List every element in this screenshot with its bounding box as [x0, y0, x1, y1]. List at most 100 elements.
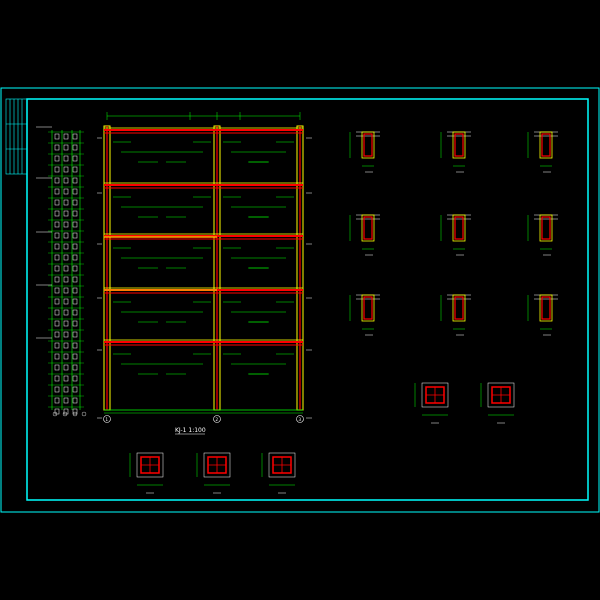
schedule-column-symbol	[72, 199, 78, 206]
schedule-column-symbol	[54, 320, 60, 327]
section-stirrup	[541, 296, 551, 320]
schedule-axis-bubble	[52, 411, 58, 417]
schedule-column-symbol	[63, 408, 69, 415]
column-outline	[136, 452, 164, 478]
section-beam-outline	[452, 131, 466, 159]
schedule-column-symbol	[63, 331, 69, 338]
schedule-column-symbol	[72, 309, 78, 316]
schedule-column-symbol	[63, 232, 69, 239]
section-beam-outline	[452, 214, 466, 242]
axis-bubble	[213, 415, 221, 423]
schedule-column-symbol	[54, 265, 60, 272]
section-beam-outline	[539, 131, 553, 159]
column-section	[261, 452, 296, 494]
schedule-column-symbol	[63, 397, 69, 404]
schedule-column-symbol	[63, 342, 69, 349]
schedule-column-symbol	[72, 397, 78, 404]
section-stirrup	[541, 216, 551, 240]
axis-label: 1	[106, 417, 109, 422]
schedule-column-symbol	[63, 188, 69, 195]
schedule-column-symbol	[72, 243, 78, 250]
section-stirrup	[454, 296, 464, 320]
section-stirrup	[363, 133, 373, 157]
schedule-column-symbol	[72, 188, 78, 195]
schedule-column-symbol	[72, 320, 78, 327]
beam-section	[440, 131, 471, 173]
schedule-column-symbol	[63, 276, 69, 283]
schedule-column-symbol	[54, 375, 60, 382]
column-outline	[203, 452, 231, 478]
schedule-column-symbol	[63, 177, 69, 184]
schedule-column-symbol	[63, 265, 69, 272]
section-beam-outline	[361, 131, 375, 159]
outer-frame	[0, 87, 600, 513]
schedule-column-symbol	[72, 177, 78, 184]
schedule-column-symbol	[63, 254, 69, 261]
axis-label: 3	[299, 417, 302, 422]
beam-section	[527, 214, 558, 256]
column-outline	[487, 382, 515, 408]
schedule-column-symbol	[54, 177, 60, 184]
column-outline	[268, 452, 296, 478]
section-beam-outline	[539, 214, 553, 242]
schedule-column-symbol	[72, 144, 78, 151]
schedule-column-symbol	[54, 199, 60, 206]
schedule-axis-bubble	[72, 411, 78, 417]
schedule-column-symbol	[63, 155, 69, 162]
schedule-column-symbol	[72, 276, 78, 283]
beam-section	[440, 294, 471, 336]
schedule-column-symbol	[63, 353, 69, 360]
schedule-column-symbol	[72, 265, 78, 272]
column-section	[129, 452, 164, 494]
beam-section	[349, 294, 380, 336]
schedule-axis-bubble	[81, 411, 87, 417]
schedule-column-symbol	[54, 243, 60, 250]
section-stirrup	[363, 296, 373, 320]
schedule-column-symbol	[72, 166, 78, 173]
inner-frame	[26, 98, 589, 501]
axis-bubble	[296, 415, 304, 423]
schedule-column-symbol	[72, 210, 78, 217]
schedule-column-symbol	[72, 331, 78, 338]
schedule-column-symbol	[72, 375, 78, 382]
schedule-column-symbol	[54, 298, 60, 305]
beam-section	[349, 131, 380, 173]
schedule-column-symbol	[54, 254, 60, 261]
schedule-column-symbol	[54, 364, 60, 371]
axis-label: 2	[216, 417, 219, 422]
beam-section-details	[349, 131, 558, 336]
schedule-column-symbol	[54, 342, 60, 349]
column-rebar-schedule	[36, 126, 87, 417]
schedule-column-symbol	[72, 364, 78, 371]
schedule-column-symbol	[63, 309, 69, 316]
schedule-column-symbol	[63, 221, 69, 228]
schedule-column-symbol	[63, 386, 69, 393]
column-section	[480, 382, 515, 424]
schedule-column-symbol	[72, 298, 78, 305]
schedule-column-symbol	[54, 221, 60, 228]
schedule-column-symbol	[72, 221, 78, 228]
schedule-column-symbol	[72, 232, 78, 239]
schedule-axis-bubble	[62, 411, 68, 417]
schedule-column-symbol	[54, 309, 60, 316]
section-beam-outline	[361, 214, 375, 242]
schedule-column-symbol	[63, 243, 69, 250]
axis-bubble	[103, 415, 111, 423]
column-section	[414, 382, 449, 424]
section-beam-outline	[539, 294, 553, 322]
schedule-column-symbol	[54, 188, 60, 195]
schedule-column-symbol	[72, 342, 78, 349]
section-beam-outline	[452, 294, 466, 322]
schedule-column-symbol	[54, 144, 60, 151]
beam-section	[349, 214, 380, 256]
schedule-column-symbol	[54, 386, 60, 393]
schedule-column-symbol	[63, 199, 69, 206]
schedule-column-symbol	[63, 364, 69, 371]
frame-title: KJ-1 1:100	[175, 427, 206, 434]
column-outline	[421, 382, 449, 408]
schedule-column-symbol	[54, 353, 60, 360]
schedule-column-symbol	[72, 353, 78, 360]
schedule-column-symbol	[63, 210, 69, 217]
schedule-column-symbol	[72, 155, 78, 162]
